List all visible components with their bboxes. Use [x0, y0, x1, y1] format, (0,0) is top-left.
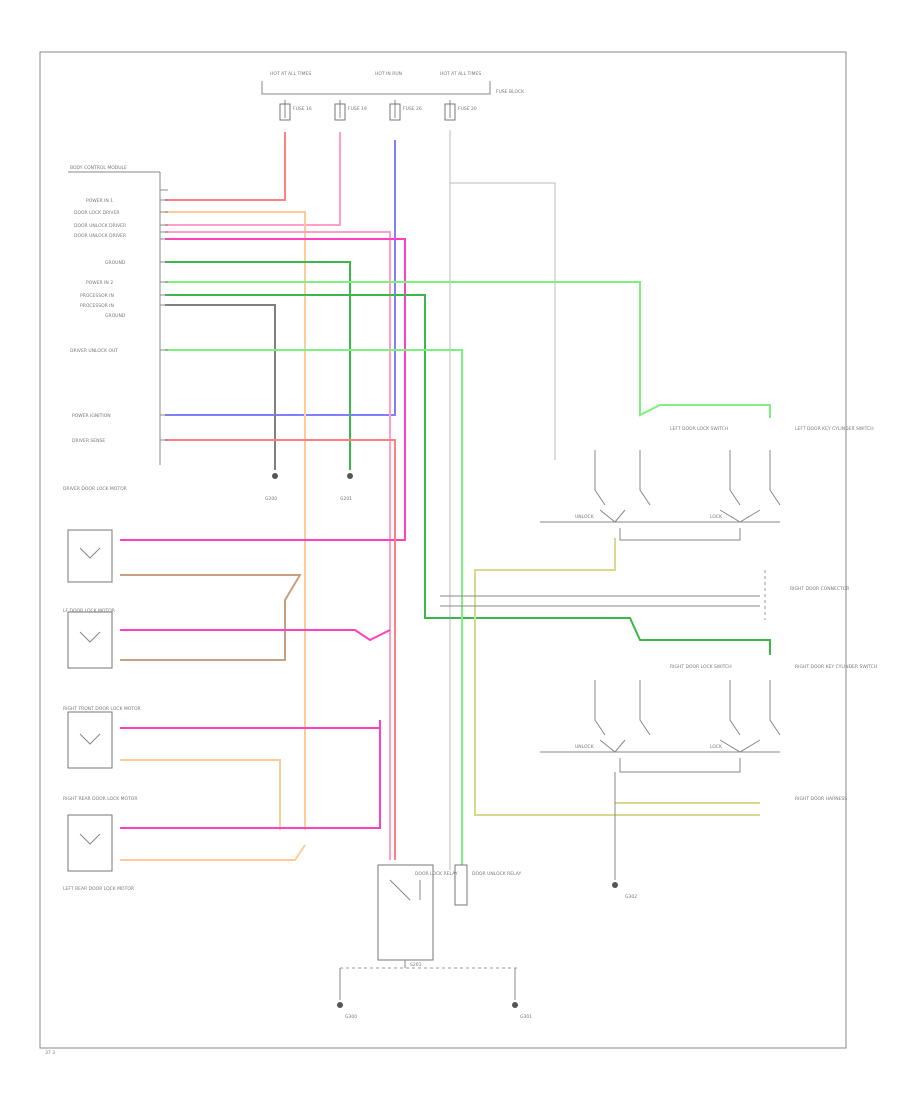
right-door-harness-label: RIGHT DOOR HARNESS: [795, 796, 847, 802]
label-fuse-1: FUSE 16: [293, 106, 312, 112]
label-fuse-block: FUSE BLOCK: [496, 89, 525, 95]
right-switch-unlock: UNLOCK: [575, 744, 595, 750]
label-fuse-2: FUSE 19: [348, 106, 367, 112]
lf-lock-switch-label: LEFT DOOR LOCK SWITCH: [670, 426, 728, 432]
wire-green-unlock-out: [165, 349, 463, 865]
ground-g201: G201: [340, 496, 352, 502]
ground-g300: G300: [345, 1014, 357, 1020]
right-door-switches: RIGHT DOOR LOCK SWITCH RIGHT DOOR KEY CY…: [540, 664, 877, 900]
wire-gray-ground: [165, 304, 276, 470]
rf-motor-label: RIGHT FRONT DOOR LOCK MOTOR: [63, 706, 141, 712]
pin-6: POWER IN 2: [86, 280, 113, 286]
label-hot-all-times: HOT AT ALL TIMES: [270, 71, 311, 77]
label-fuse-4: FUSE 20: [458, 106, 477, 112]
pin-5: GROUND: [105, 260, 126, 266]
left-switch-unlock: UNLOCK: [575, 514, 595, 520]
rr-motor-label: RIGHT REAR DOOR LOCK MOTOR: [63, 796, 137, 802]
lf-motor-label: LF DOOR LOCK MOTOR: [63, 608, 115, 614]
fuse-block: HOT AT ALL TIMES HOT IN RUN HOT AT ALL T…: [261, 71, 525, 121]
label-hot-all-times-2: HOT AT ALL TIMES: [440, 71, 481, 77]
wire-brown-driver: [120, 574, 302, 661]
wire-red-sense: [165, 439, 396, 860]
rf-lock-switch-label: RIGHT DOOR LOCK SWITCH: [670, 664, 732, 670]
rf-key-switch-label: RIGHT DOOR KEY CYLINDER SWITCH: [795, 664, 877, 670]
body-control-module: BODY CONTROL MODULE POWER IN 1 DOOR LOCK…: [68, 165, 168, 465]
pin-1: POWER IN 1: [86, 198, 113, 204]
wire-green-processor: [165, 294, 771, 655]
right-door-connector-label: RIGHT DOOR CONNECTOR: [790, 586, 849, 592]
relays: DOOR LOCK RELAY DOOR UNLOCK RELAY S201 G…: [337, 864, 532, 1020]
wire-red-1: [165, 132, 286, 201]
ground-g200: G200: [265, 496, 277, 502]
pin-7: PROCESSOR IN: [80, 293, 114, 299]
unlock-relay-label: DOOR UNLOCK RELAY: [472, 871, 521, 877]
wire-gray-feed: [449, 130, 556, 460]
wire-green-ground: [165, 261, 351, 470]
wire-pink-unlock-1: [165, 231, 391, 860]
wire-pink-rr: [120, 720, 381, 829]
label-hot-in-run: HOT IN RUN: [375, 71, 402, 77]
wire-orange-lock: [165, 211, 306, 830]
wire-green-power: [165, 281, 771, 418]
wire-pink-lf: [120, 629, 391, 642]
pin-2: DOOR LOCK DRIVER: [74, 210, 120, 216]
right-door-connector: RIGHT DOOR CONNECTOR: [440, 570, 849, 620]
lf-key-switch-label: LEFT DOOR KEY CYLINDER SWITCH: [795, 426, 874, 432]
wire-blue: [165, 140, 396, 416]
module-header: BODY CONTROL MODULE: [70, 165, 127, 171]
lr-motor-label: LEFT REAR DOOR LOCK MOTOR: [63, 886, 134, 892]
door-lock-motors: DRIVER DOOR LOCK MOTOR LF DOOR LOCK MOTO…: [63, 486, 141, 892]
footer-code: 37 3: [45, 1050, 55, 1056]
pin-12: DRIVER SENSE: [72, 438, 105, 444]
wire-orange-lr: [120, 844, 306, 861]
left-switch-lock: LOCK: [710, 514, 723, 520]
left-door-switches: LEFT DOOR LOCK SWITCH LEFT DOOR KEY CYLI…: [540, 426, 874, 541]
label-fuse-3: FUSE 26: [403, 106, 422, 112]
ground-g301: G301: [520, 1014, 532, 1020]
wires: [120, 130, 771, 870]
splice-label: S201: [410, 962, 422, 968]
wire-red-2: [165, 132, 341, 226]
pin-3: DOOR UNLOCK DRIVER: [74, 223, 126, 229]
lock-relay-label: DOOR LOCK RELAY: [415, 871, 458, 877]
diagram-frame: [39, 51, 847, 1049]
motor-header: DRIVER DOOR LOCK MOTOR: [63, 486, 127, 492]
pin-11: POWER IGNITION: [72, 413, 111, 419]
pin-10: DRIVER UNLOCK OUT: [70, 348, 118, 354]
pin-4: DOOR UNLOCK DRIVER: [74, 233, 126, 239]
wire-orange-rf: [120, 759, 281, 830]
pin-9: GROUND: [105, 313, 126, 319]
right-switch-lock: LOCK: [710, 744, 723, 750]
wire-tan: [474, 538, 760, 816]
module-grounds: G200 G201: [265, 473, 353, 502]
pin-8: PROCESSOR IN: [80, 303, 114, 309]
wire-pink-unlock-2: [120, 238, 406, 541]
ground-g302: G302: [625, 894, 637, 900]
